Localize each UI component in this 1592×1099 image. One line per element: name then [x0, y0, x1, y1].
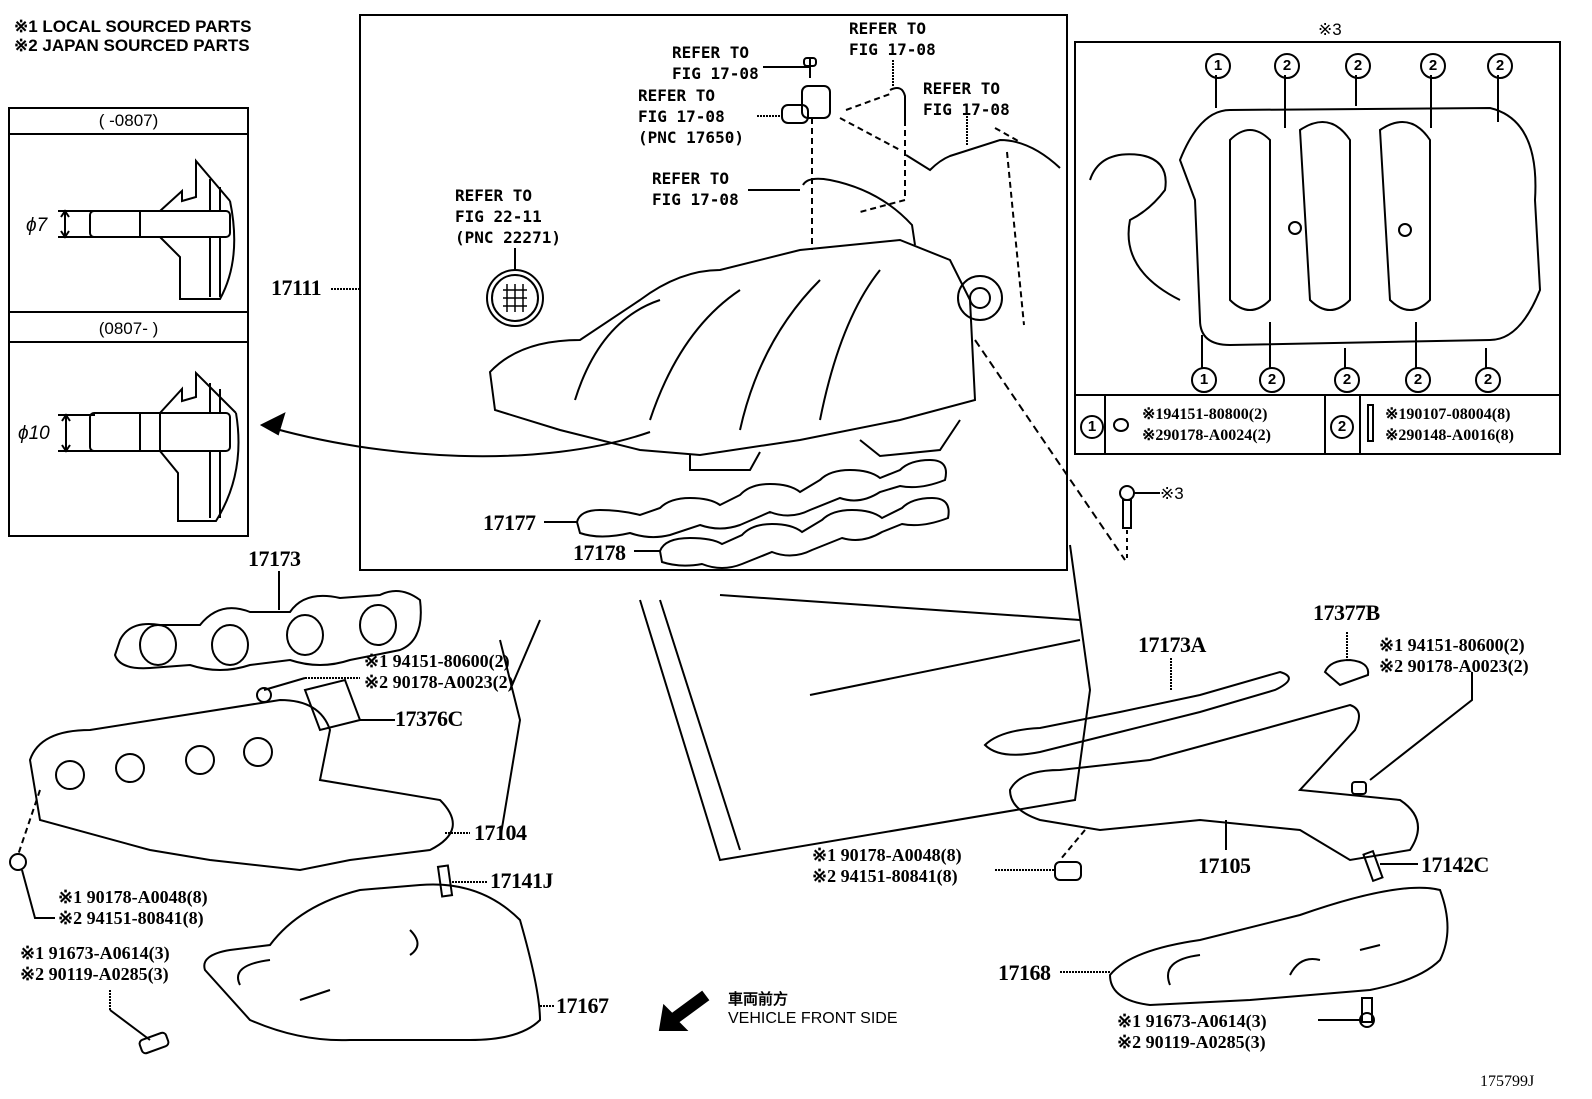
ref-line: FIG 17-08: [923, 100, 1010, 119]
part-number-intake-manifold[interactable]: 17111: [271, 275, 322, 300]
detail-box-late: (0807- ) ϕ10: [8, 311, 249, 537]
detail-header-late: (0807- ): [10, 317, 247, 343]
ref-hose-left: REFER TO FIG 17-08: [652, 168, 739, 210]
ref-line: REFER TO: [923, 79, 1001, 98]
part-number-gasket-17173a[interactable]: 17173A: [1138, 632, 1206, 657]
part-number-stud-17141j[interactable]: 17141J: [490, 868, 554, 893]
table-line: ※190107-08004(8): [1385, 404, 1514, 425]
part-number-insulator-17168[interactable]: 17168: [998, 960, 1051, 985]
detail-header-early: ( -0807): [10, 109, 247, 135]
part-number-gasket-17177[interactable]: 17177: [483, 510, 536, 535]
part-number[interactable]: 94151-80800(2): [1163, 406, 1268, 423]
inset-table-row-1: ※194151-80800(2) ※290178-A0024(2): [1142, 404, 1271, 446]
table-line: ※194151-80800(2): [1142, 404, 1271, 425]
part-number[interactable]: ※1 94151-80600(2): [1379, 635, 1525, 655]
table-line: ※290178-A0024(2): [1142, 425, 1271, 446]
part-number-insulator-17167[interactable]: 17167: [556, 993, 609, 1018]
note-mark: ※2: [1142, 427, 1164, 444]
part-number[interactable]: ※1 91673-A0614(3): [1117, 1011, 1267, 1031]
ref-hose-right: REFER TO FIG 17-08: [923, 78, 1010, 120]
vehicle-front-arrow-icon: [660, 990, 661, 991]
callout-bolt-left: ※1 91673-A0614(3) ※2 90119-A0285(3): [20, 943, 170, 985]
part-number[interactable]: ※2 90119-A0285(3): [20, 964, 169, 984]
ref-line: FIG 17-08: [652, 190, 739, 209]
inset-title: ※3: [1318, 20, 1342, 39]
note-mark: ※2: [1385, 427, 1407, 444]
part-number-manifold-17104[interactable]: 17104: [474, 820, 527, 845]
marker-circle: 2: [1475, 367, 1501, 393]
ref-hose-top: REFER TO FIG 17-08: [849, 18, 936, 60]
ref-line: REFER TO: [638, 86, 716, 105]
part-number[interactable]: ※2 94151-80841(8): [58, 908, 204, 928]
ref-line: REFER TO: [672, 43, 750, 62]
part-number[interactable]: ※1 90178-A0048(8): [812, 845, 962, 865]
part-number-stud-17142c[interactable]: 17142C: [1421, 852, 1489, 877]
intake-manifold-box: [359, 14, 1068, 571]
bolt-note: ※3: [1160, 484, 1184, 503]
dimension-label: ϕ7: [26, 215, 48, 236]
callout-nut-left: ※1 90178-A0048(8) ※2 94151-80841(8): [58, 887, 208, 929]
marker-circle: 2: [1274, 53, 1300, 79]
legend-japan: ※2 JAPAN SOURCED PARTS: [14, 36, 250, 55]
ref-line: REFER TO: [455, 186, 533, 205]
marker-circle: 2: [1405, 367, 1431, 393]
part-number-gasket-17178[interactable]: 17178: [573, 540, 626, 565]
legend-local: ※1 LOCAL SOURCED PARTS: [14, 17, 252, 36]
part-number[interactable]: ※2 94151-80841(8): [812, 866, 958, 886]
bolt-icon: [1367, 404, 1374, 442]
dimension-label: ϕ10: [18, 423, 50, 444]
table-line: ※290148-A0016(8): [1385, 425, 1514, 446]
direction-english: VEHICLE FRONT SIDE: [728, 1010, 898, 1027]
inset-table-row-2: ※190107-08004(8) ※290148-A0016(8): [1385, 404, 1514, 446]
clip-drawing-phi7: [58, 158, 236, 300]
direction-japanese: 車両前方: [728, 991, 789, 1008]
ref-line: FIG 22-11: [455, 207, 542, 226]
ref-vsv: REFER TO FIG 17-08 (PNC 17650): [638, 85, 744, 148]
part-number[interactable]: ※1 90178-A0048(8): [58, 887, 208, 907]
part-number[interactable]: 90148-A0016(8): [1406, 427, 1514, 444]
callout-nut-right: ※1 90178-A0048(8) ※2 94151-80841(8): [812, 845, 962, 887]
part-number[interactable]: ※2 90178-A0023(2): [1379, 656, 1529, 676]
clip-drawing-phi10: [58, 370, 240, 522]
part-number[interactable]: ※1 94151-80600(2): [364, 651, 510, 671]
ref-line: (PNC 22271): [455, 228, 561, 247]
callout-stud-nut-left: ※1 94151-80600(2) ※2 90178-A0023(2): [364, 651, 514, 693]
nut-icon: [1113, 418, 1129, 432]
ref-vsv-bolt: REFER TO FIG 17-08: [672, 42, 759, 84]
part-number-gasket-17173[interactable]: 17173: [248, 546, 301, 571]
part-number[interactable]: ※2 90178-A0023(2): [364, 672, 514, 692]
part-number[interactable]: 90178-A0024(2): [1163, 427, 1271, 444]
table-marker-1: 1: [1080, 415, 1104, 439]
ref-throttle-gasket: REFER TO FIG 22-11 (PNC 22271): [455, 185, 561, 248]
part-number-bracket-17377b[interactable]: 17377B: [1313, 600, 1380, 625]
part-number[interactable]: ※2 90119-A0285(3): [1117, 1032, 1266, 1052]
ref-line: REFER TO: [652, 169, 730, 188]
ref-line: FIG 17-08: [672, 64, 759, 83]
ref-line: FIG 17-08: [638, 107, 725, 126]
marker-circle: 2: [1420, 53, 1446, 79]
marker-circle: 1: [1205, 53, 1231, 79]
callout-bolt-right: ※1 91673-A0614(3) ※2 90119-A0285(3): [1117, 1011, 1267, 1053]
ref-line: REFER TO: [849, 19, 927, 38]
figure-id: 175799J: [1480, 1073, 1535, 1090]
part-number[interactable]: 90107-08004(8): [1406, 406, 1511, 423]
part-number-bracket-17376c[interactable]: 17376C: [395, 706, 463, 731]
ref-line: (PNC 17650): [638, 128, 744, 147]
table-marker-2: 2: [1330, 415, 1354, 439]
part-number[interactable]: ※1 91673-A0614(3): [20, 943, 170, 963]
marker-circle: 2: [1334, 367, 1360, 393]
note-mark: ※1: [1142, 406, 1164, 423]
ref-line: FIG 17-08: [849, 40, 936, 59]
callout-stud-nut-right: ※1 94151-80600(2) ※2 90178-A0023(2): [1379, 635, 1529, 677]
marker-circle: 2: [1487, 53, 1513, 79]
marker-circle: 2: [1259, 367, 1285, 393]
marker-circle: 2: [1345, 53, 1371, 79]
note-mark: ※1: [1385, 406, 1407, 423]
marker-circle: 1: [1191, 367, 1217, 393]
part-number-manifold-17105[interactable]: 17105: [1198, 853, 1251, 878]
